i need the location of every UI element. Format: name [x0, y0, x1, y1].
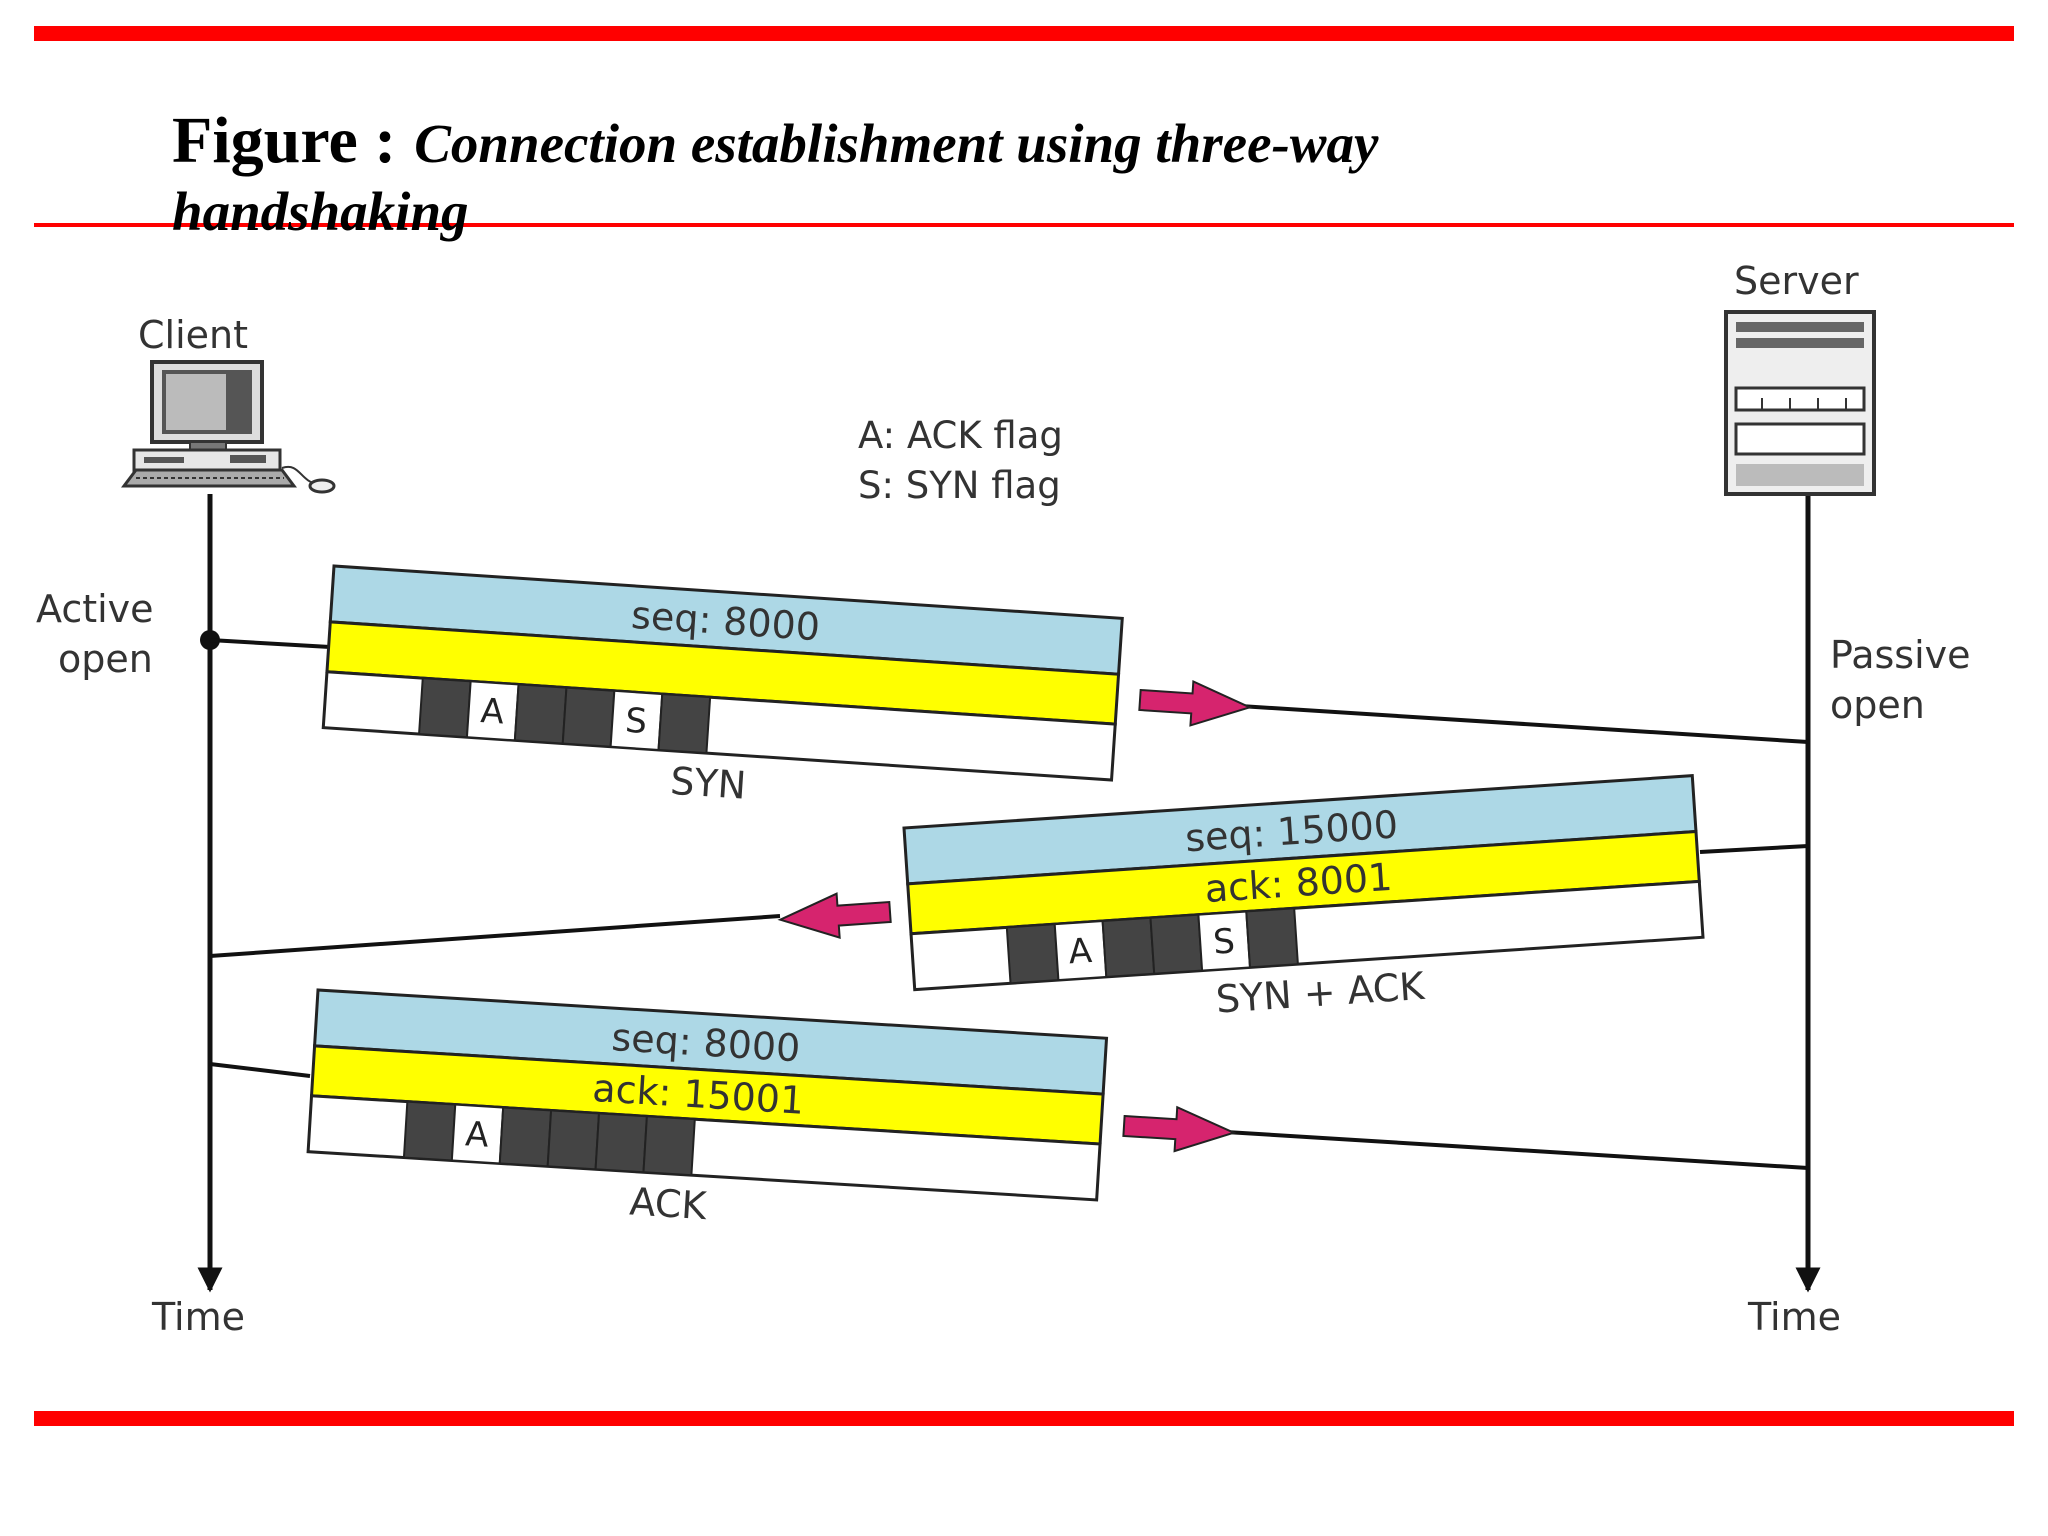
ack-message-line-head: [209, 1062, 311, 1078]
top-red-rule: [34, 26, 2014, 41]
flag-ack-label: A: [464, 1114, 490, 1155]
server-icon: [1724, 310, 1876, 496]
flag-bit: [561, 686, 616, 748]
syn-segment: seq: 8000 A S SYN: [321, 564, 1124, 808]
flag-ack-label: A: [479, 691, 505, 732]
flag-bit: [657, 692, 712, 755]
synack-message-line-tail: [209, 914, 781, 958]
figure-caption-line1: Connection establishment using three-way: [414, 113, 1379, 174]
flag-bit: [594, 1112, 648, 1174]
segment-name: ACK: [628, 1179, 708, 1228]
syn-message-line: [209, 638, 331, 649]
server-event-label-line1: Passive: [1830, 633, 1971, 677]
flag-syn-label: S: [1212, 921, 1236, 962]
synack-direction-arrow: [777, 892, 892, 939]
client-label: Client: [138, 313, 248, 357]
segment-name: SYN: [669, 759, 748, 808]
flag-bit: [1149, 913, 1204, 975]
synack-segment: seq: 15000 ack: 8001 A S SYN + ACK: [902, 774, 1705, 1022]
client-time-label: Time: [151, 1295, 245, 1339]
client-computer-icon: [121, 360, 336, 494]
figure-title: Figure : Connection establishment using …: [172, 104, 1379, 177]
flag-bit: [642, 1115, 696, 1177]
syn-message-line-tail: [1239, 704, 1809, 744]
figure-label: Figure :: [172, 104, 396, 177]
syn-direction-arrow: [1138, 679, 1253, 727]
ack-message-line-tail: [1225, 1130, 1809, 1170]
flag-syn-label: S: [624, 701, 648, 742]
flag-bit: [1005, 923, 1060, 985]
server-event-label-line2: open: [1830, 683, 1925, 727]
legend-syn-flag: S: SYN flag: [858, 464, 1061, 507]
flag-bit: [498, 1106, 553, 1168]
flag-bit: [417, 677, 472, 739]
synack-message-line-head: [1699, 844, 1809, 854]
segment-name: SYN + ACK: [1215, 964, 1427, 1022]
client-event-label-line2: open: [58, 637, 153, 681]
client-event-label-line1: Active: [36, 587, 154, 631]
flag-ack-label: A: [1067, 931, 1093, 972]
legend-ack-flag: A: ACK flag: [858, 414, 1063, 457]
server-time-label: Time: [1747, 1295, 1841, 1339]
ack-segment: seq: 8000 ack: 15001 A ACK: [306, 988, 1109, 1228]
flag-bit: [546, 1109, 601, 1171]
flag-bit: [1101, 916, 1156, 978]
figure-caption-line2: handshaking: [172, 181, 469, 242]
ack-direction-arrow: [1122, 1105, 1237, 1153]
flag-bit: [513, 683, 568, 745]
flag-bit: [1245, 907, 1299, 969]
bottom-red-rule: [34, 1411, 2014, 1426]
title-red-rule: [34, 223, 2014, 227]
flag-bit: [402, 1100, 457, 1162]
server-label: Server: [1734, 259, 1859, 303]
